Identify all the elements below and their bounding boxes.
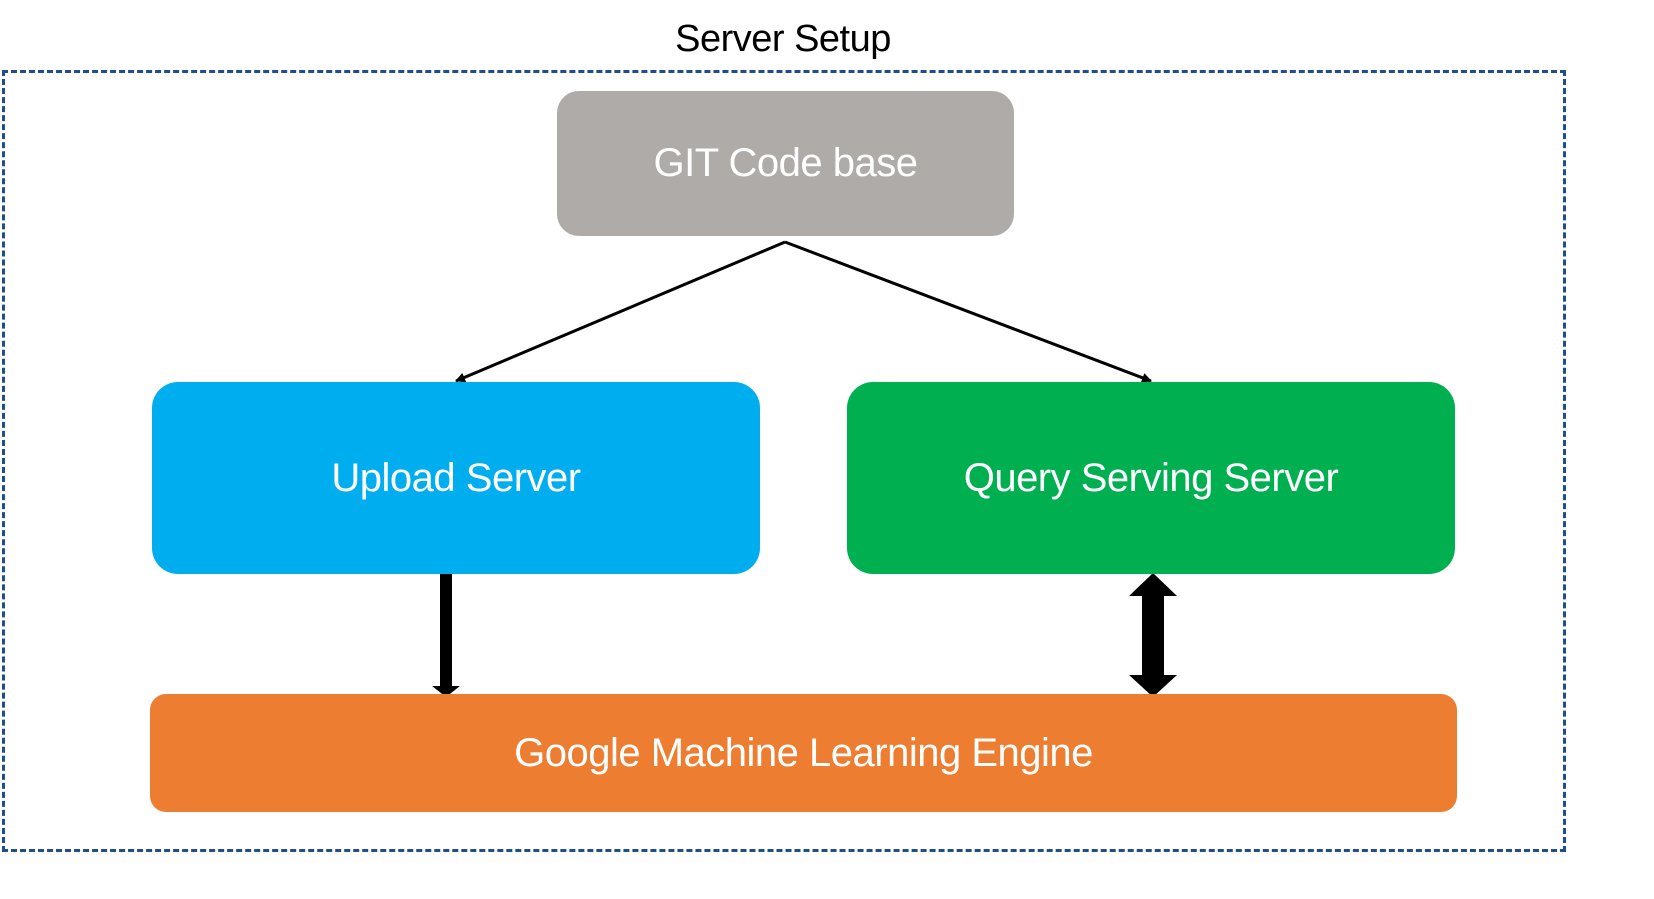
git-code-base-label: GIT Code base [653, 141, 918, 185]
server-setup-frame [2, 70, 1566, 852]
diagram-title: Server Setup [675, 18, 891, 60]
query-serving-server-label: Query Serving Server [963, 455, 1339, 500]
upload-server-node: Upload Server [152, 382, 760, 574]
upload-server-label: Upload Server [331, 455, 581, 500]
google-ml-engine-node: Google Machine Learning Engine [150, 694, 1457, 812]
query-serving-server-node: Query Serving Server [847, 382, 1455, 574]
git-code-base-node: GIT Code base [557, 91, 1014, 236]
google-ml-engine-label: Google Machine Learning Engine [514, 730, 1093, 775]
